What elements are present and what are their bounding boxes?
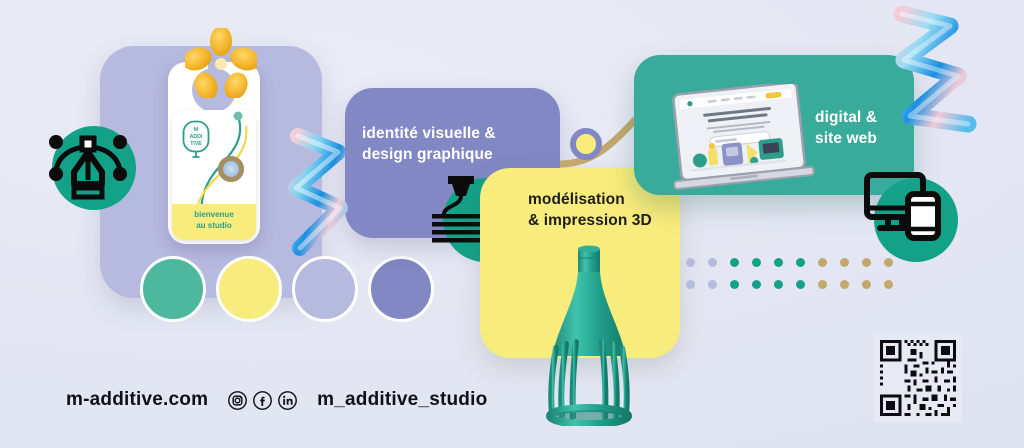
pattern-dot xyxy=(840,258,849,267)
instagram-icon[interactable] xyxy=(228,390,248,410)
responsive-devices-icon xyxy=(864,172,941,241)
pattern-dot xyxy=(774,258,783,267)
pattern-dot xyxy=(818,280,827,289)
pattern-dot xyxy=(796,258,805,267)
pattern-dot xyxy=(884,280,893,289)
social-icons-group xyxy=(228,390,298,410)
pattern-dot xyxy=(730,280,739,289)
pattern-dot xyxy=(796,280,805,289)
pattern-dot xyxy=(708,258,717,267)
color-swatch-periwinkle-dark xyxy=(368,256,434,322)
linkedin-icon[interactable] xyxy=(278,390,298,410)
panel-digital-site-web-label: digital & site web xyxy=(815,109,878,147)
dot-pattern xyxy=(686,258,898,298)
hanger-logo-line-3: TIVE xyxy=(190,141,202,147)
connector-node-ring xyxy=(570,128,602,160)
hanger-logo-icon: M ADDI TIVE xyxy=(182,120,210,158)
pattern-dot xyxy=(840,280,849,289)
pattern-dot xyxy=(752,258,761,267)
pattern-dot xyxy=(752,280,761,289)
color-swatch-periwinkle-light xyxy=(292,256,358,322)
hanger-medal-icon xyxy=(218,156,244,182)
color-swatch-yellow xyxy=(216,256,282,322)
website-url[interactable]: m-additive.com xyxy=(66,389,209,410)
flower-decoration-icon xyxy=(185,28,257,98)
3d-printer-icon xyxy=(432,176,488,243)
pattern-dot xyxy=(862,258,871,267)
qr-code[interactable] xyxy=(874,334,962,422)
hanger-welcome-text: bienvenue au studio xyxy=(194,210,234,231)
hanger-logo-line-2: ADDI xyxy=(190,134,203,140)
pattern-dot xyxy=(708,280,717,289)
pattern-dot xyxy=(862,280,871,289)
facebook-icon[interactable] xyxy=(253,390,273,410)
color-swatch-teal xyxy=(140,256,206,322)
pattern-dot xyxy=(686,258,695,267)
pattern-dot xyxy=(686,280,695,289)
panel-identite-visuelle-label: identité visuelle & design graphique xyxy=(362,125,496,163)
social-handle[interactable]: m_additive_studio xyxy=(317,389,488,410)
pen-tool-icon xyxy=(49,135,127,200)
laptop-website-mockup xyxy=(672,84,815,190)
pattern-dot xyxy=(730,258,739,267)
filament-zigzag-left xyxy=(288,128,348,256)
panel-modelisation-3d-label: modélisation & impression 3D xyxy=(528,191,652,229)
3d-printed-vase xyxy=(546,245,632,426)
pattern-dot xyxy=(884,258,893,267)
footer-contact-bar: m-additive.com m_additive_studio xyxy=(66,389,487,411)
hanger-footer-band xyxy=(172,204,256,240)
pattern-dot xyxy=(774,280,783,289)
pattern-dot xyxy=(818,258,827,267)
hanger-logo-line-1: M xyxy=(194,127,198,133)
filament-zigzag-right xyxy=(893,6,977,133)
